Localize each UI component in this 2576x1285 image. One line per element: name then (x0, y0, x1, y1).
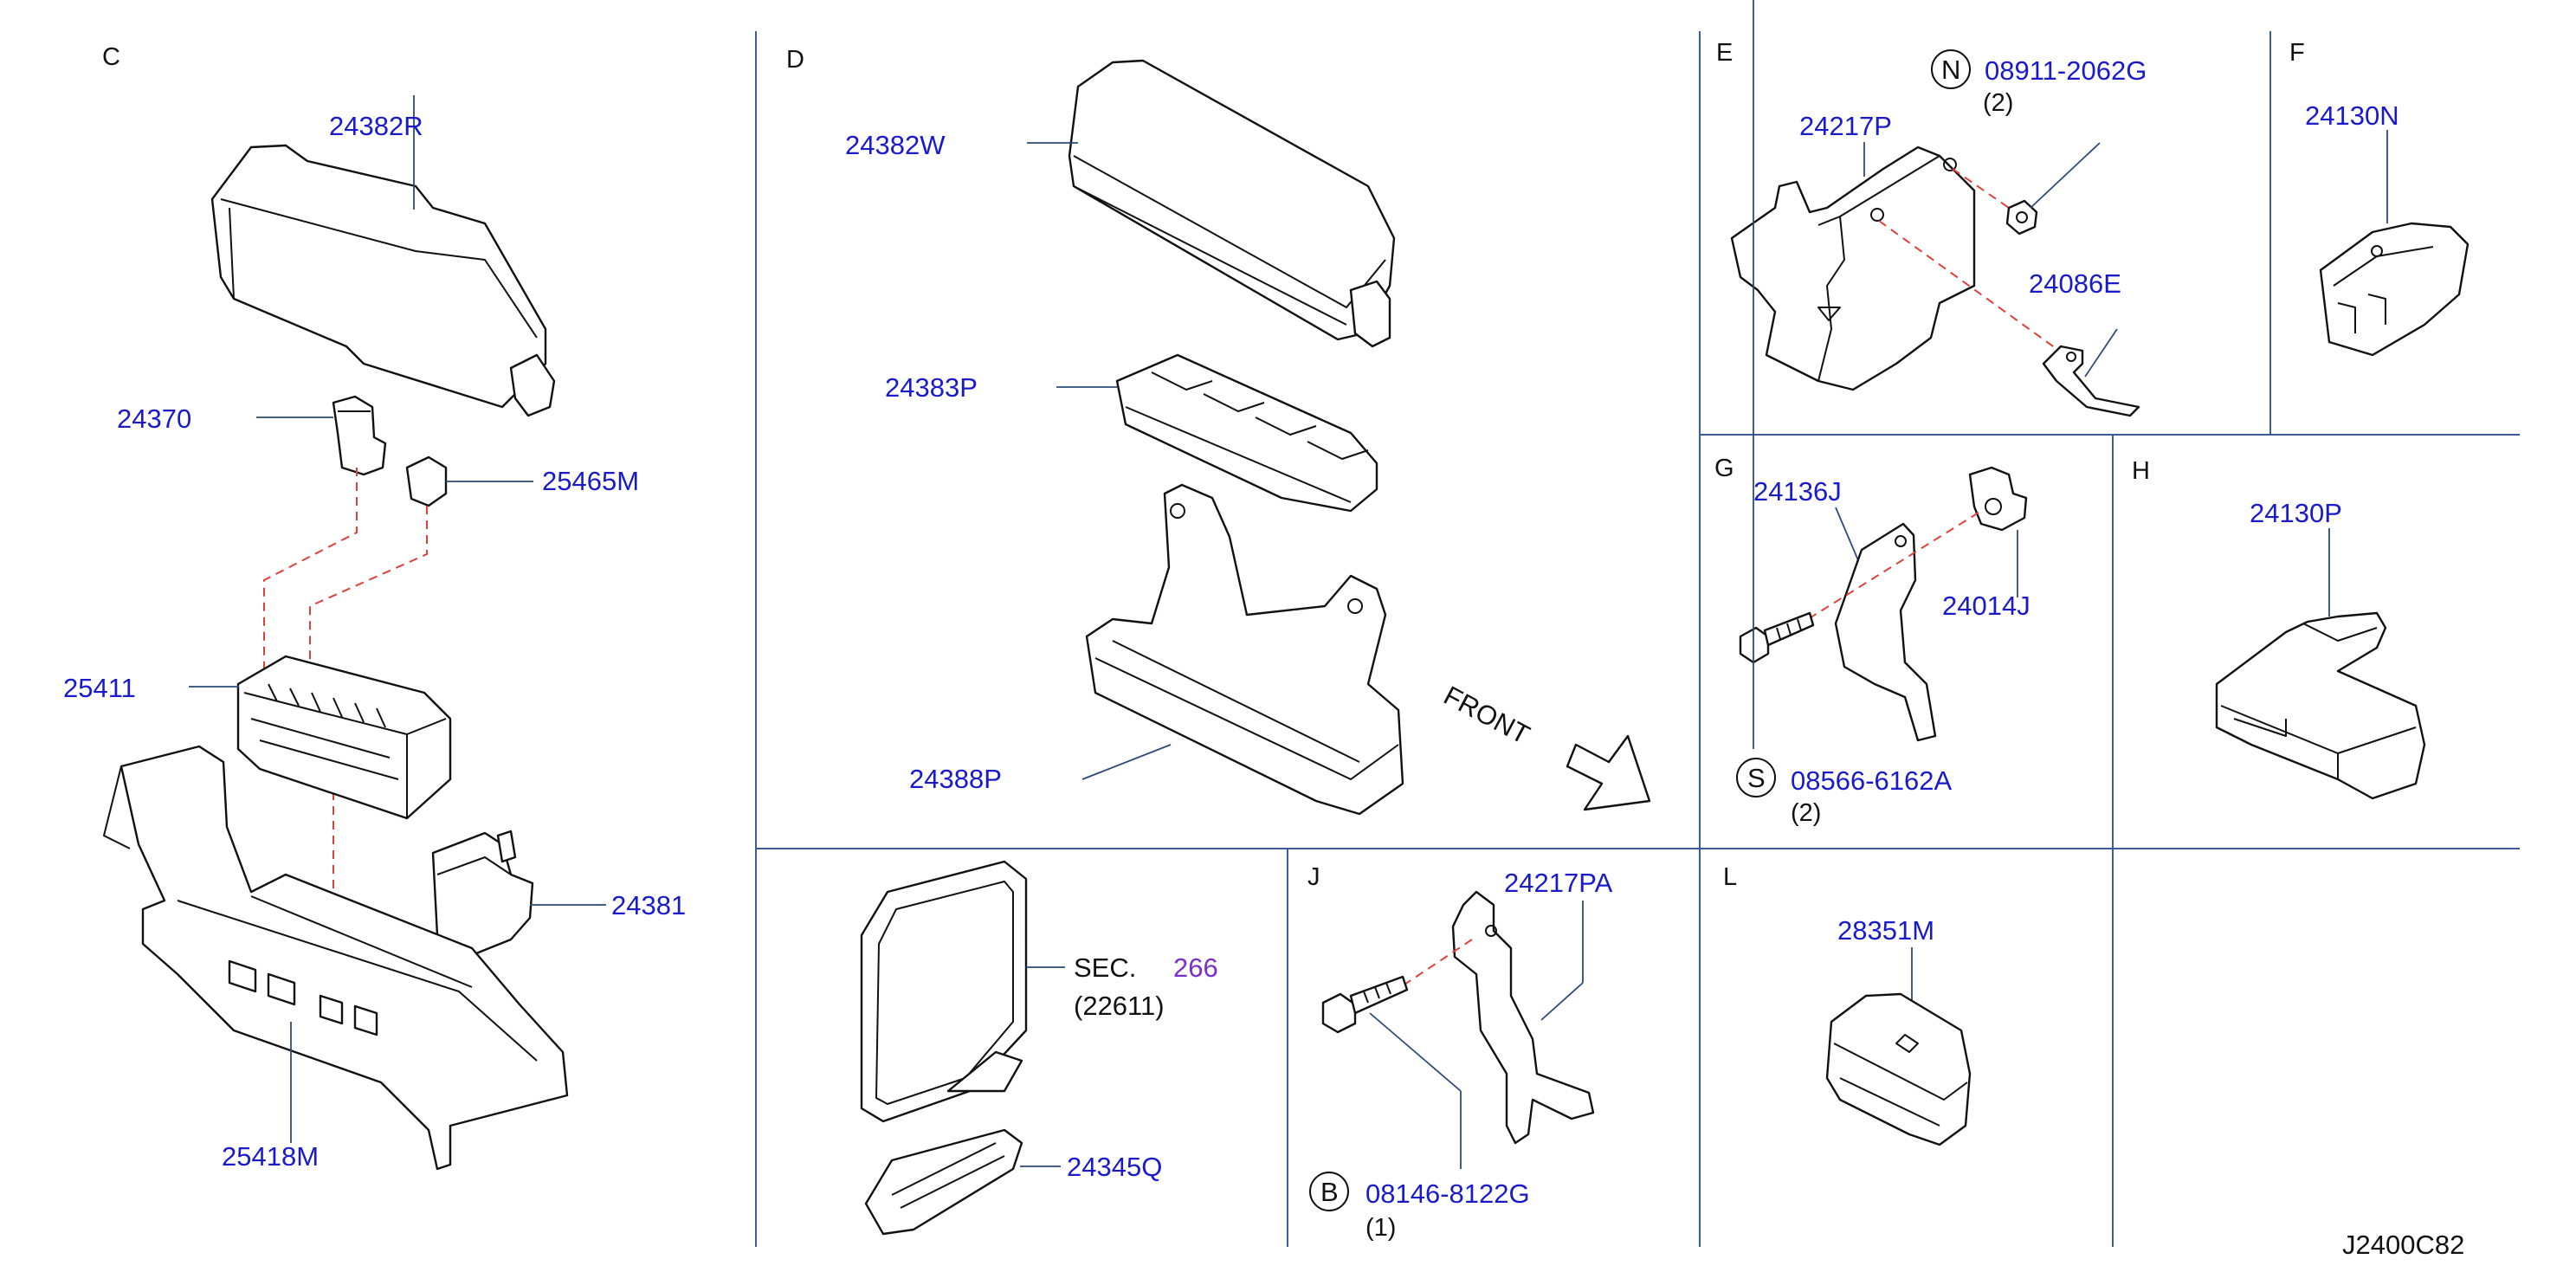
ecu-drawing (860, 860, 1028, 1123)
part-number-08566-6162A[interactable]: 08566-6162A (1791, 765, 1952, 796)
fuse-box-cover-drawing (210, 144, 556, 417)
relay-box-cover-drawing (1068, 59, 1396, 348)
section-label-l: L (1723, 863, 1737, 891)
nut-08911-drawing (2005, 199, 2038, 236)
part-number-24136J[interactable]: 24136J (1753, 476, 1842, 507)
section-h: 24130P (2215, 498, 2426, 800)
part-number-24086E[interactable]: 24086E (2029, 268, 2121, 299)
section-label-j: J (1307, 863, 1320, 891)
marker-n: N (1941, 55, 1960, 85)
relay-drawing (332, 395, 387, 476)
marker-b: B (1320, 1177, 1339, 1207)
part-number-25465M[interactable]: 25465M (542, 466, 639, 496)
part-number-08911-2062G[interactable]: 08911-2062G (1985, 55, 2147, 86)
bracket-24217P-drawing (1730, 145, 1976, 391)
section-label-d: D (786, 46, 804, 74)
quantity-08146-8122G: (1) (1365, 1214, 1396, 1242)
bolt-08146-drawing (1321, 975, 1409, 1034)
section-e: N 08911-2062G (2) 24217P 24086E (1730, 49, 2147, 417)
quantity-08911-2062G: (2) (1983, 89, 2013, 117)
front-arrow-icon (1566, 734, 1651, 811)
connector-24130N-drawing (2319, 222, 2469, 357)
section-d: 24382W 24383P 24388P FRONT (845, 59, 1651, 816)
part-number-24388P[interactable]: 24388P (909, 764, 1002, 794)
part-number-24217PA[interactable]: 24217PA (1504, 868, 1613, 898)
front-label: FRONT (1439, 680, 1535, 750)
sec-reference-prefix: SEC. (1074, 952, 1136, 983)
bolt-08566-drawing (1739, 611, 1815, 664)
diagram-code: J2400C82 (2342, 1230, 2464, 1260)
section-ecu: SEC. 266 (22611) 24345Q (860, 860, 1218, 1236)
marker-s: S (1747, 763, 1766, 793)
fuse-block-bracket-drawing (103, 745, 569, 1171)
section-l: 28351M (1825, 915, 1972, 1146)
clip-24086E-drawing (2042, 345, 2140, 417)
ecu-bracket-drawing (864, 1128, 1023, 1236)
relay-28351M-drawing (1825, 992, 1972, 1146)
part-number-25411[interactable]: 25411 (63, 673, 136, 703)
fuse-block-drawing (236, 655, 452, 820)
section-c: 24382R 24370 25465M 25411 (63, 95, 686, 1172)
section-g: 24136J 24014J S 08566-6162A (2) (1736, 0, 2030, 827)
marker-b-circle (1309, 1172, 1349, 1211)
relay-holder-drawing (1115, 353, 1378, 513)
part-number-24382R[interactable]: 24382R (329, 111, 423, 141)
bracket-24136J-drawing (1834, 522, 1937, 742)
section-label-c: C (102, 43, 120, 71)
section-label-e: E (1716, 39, 1733, 67)
relay-bracket-drawing (1085, 483, 1404, 816)
sec-reference-sub: (22611) (1074, 991, 1165, 1021)
sec-reference-number[interactable]: 266 (1173, 952, 1218, 983)
section-f: 24130N (2305, 100, 2469, 357)
quantity-08566-6162A: (2) (1791, 799, 1821, 827)
marker-s-circle (1736, 758, 1776, 797)
part-number-24383P[interactable]: 24383P (885, 372, 978, 403)
part-number-28351M[interactable]: 28351M (1837, 915, 1934, 946)
part-number-24130P[interactable]: 24130P (2250, 498, 2342, 528)
part-number-25418M[interactable]: 25418M (222, 1141, 319, 1172)
grid-lines (755, 31, 2520, 1247)
part-number-24345Q[interactable]: 24345Q (1067, 1152, 1162, 1182)
clip-24014J-drawing (1968, 466, 2028, 532)
section-label-f: F (2289, 39, 2305, 67)
section-j: 24217PA B 08146-8122G (1) (1309, 868, 1613, 1242)
part-number-24130N[interactable]: 24130N (2305, 100, 2399, 131)
part-number-24381[interactable]: 24381 (611, 890, 686, 920)
marker-n-circle (1931, 49, 1971, 89)
bracket-24217PA-drawing (1451, 890, 1595, 1145)
part-number-24382W[interactable]: 24382W (845, 130, 946, 160)
fuse-drawing (405, 455, 448, 507)
part-number-08146-8122G[interactable]: 08146-8122G (1365, 1178, 1530, 1209)
section-label-h: H (2132, 457, 2150, 485)
section-label-g: G (1714, 455, 1734, 482)
part-number-24014J[interactable]: 24014J (1942, 591, 2030, 621)
part-number-24217P[interactable]: 24217P (1799, 111, 1892, 141)
part-number-24370[interactable]: 24370 (117, 404, 191, 434)
connector-24130P-drawing (2215, 611, 2426, 800)
